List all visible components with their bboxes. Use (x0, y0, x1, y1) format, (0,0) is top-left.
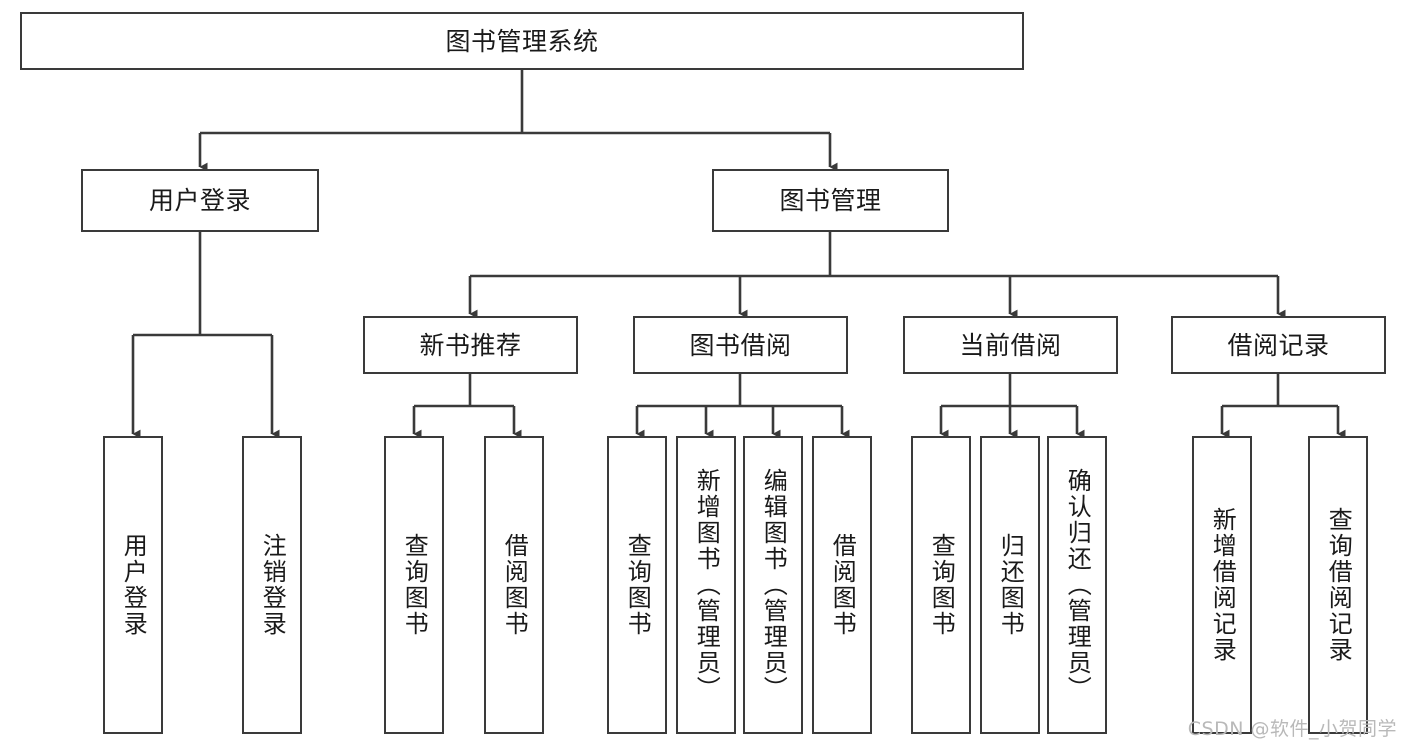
node-leaf-borrow-book-1[interactable]: 借阅图书 (484, 436, 544, 734)
node-leaf-query-book-2-label: 查询图书 (623, 533, 652, 637)
node-leaf-add-book[interactable]: 新增图书（管理员） (676, 436, 736, 734)
node-leaf-confirm-return[interactable]: 确认归还（管理员） (1047, 436, 1107, 734)
node-leaf-add-record[interactable]: 新增借阅记录 (1192, 436, 1252, 734)
node-root[interactable]: 图书管理系统 (20, 12, 1024, 70)
node-leaf-query-book-3[interactable]: 查询图书 (911, 436, 971, 734)
node-new-book-recommend[interactable]: 新书推荐 (363, 316, 578, 374)
node-leaf-add-book-label: 新增图书（管理员） (692, 468, 721, 702)
node-leaf-query-record[interactable]: 查询借阅记录 (1308, 436, 1368, 734)
node-leaf-borrow-book-2-label: 借阅图书 (828, 533, 857, 637)
node-borrow-record[interactable]: 借阅记录 (1171, 316, 1386, 374)
node-leaf-borrow-book-2[interactable]: 借阅图书 (812, 436, 872, 734)
node-leaf-query-book-1-label: 查询图书 (400, 533, 429, 637)
node-new-book-recommend-label: 新书推荐 (419, 330, 522, 360)
node-leaf-user-logout[interactable]: 注销登录 (242, 436, 302, 734)
node-leaf-borrow-book-1-label: 借阅图书 (500, 533, 529, 637)
node-book-borrow[interactable]: 图书借阅 (633, 316, 848, 374)
node-user-login-label: 用户登录 (148, 186, 251, 215)
node-leaf-query-book-3-label: 查询图书 (927, 533, 956, 637)
node-leaf-add-record-label: 新增借阅记录 (1208, 507, 1237, 663)
node-book-manage[interactable]: 图书管理 (712, 169, 949, 232)
node-root-label: 图书管理系统 (445, 26, 599, 56)
node-leaf-confirm-return-label: 确认归还（管理员） (1063, 468, 1092, 702)
node-user-login[interactable]: 用户登录 (81, 169, 319, 232)
node-leaf-return-book-label: 归还图书 (996, 533, 1025, 637)
node-leaf-user-logout-label: 注销登录 (258, 533, 287, 637)
node-leaf-return-book[interactable]: 归还图书 (980, 436, 1040, 734)
node-leaf-query-record-label: 查询借阅记录 (1324, 507, 1353, 663)
node-current-borrow[interactable]: 当前借阅 (903, 316, 1118, 374)
node-book-manage-label: 图书管理 (779, 186, 882, 215)
node-current-borrow-label: 当前借阅 (959, 330, 1062, 360)
node-book-borrow-label: 图书借阅 (689, 330, 792, 360)
node-leaf-user-login[interactable]: 用户登录 (103, 436, 163, 734)
node-leaf-edit-book[interactable]: 编辑图书（管理员） (743, 436, 803, 734)
node-borrow-record-label: 借阅记录 (1227, 330, 1330, 360)
node-leaf-query-book-1[interactable]: 查询图书 (384, 436, 444, 734)
node-leaf-query-book-2[interactable]: 查询图书 (607, 436, 667, 734)
node-leaf-edit-book-label: 编辑图书（管理员） (759, 468, 788, 702)
node-leaf-user-login-label: 用户登录 (119, 533, 148, 637)
